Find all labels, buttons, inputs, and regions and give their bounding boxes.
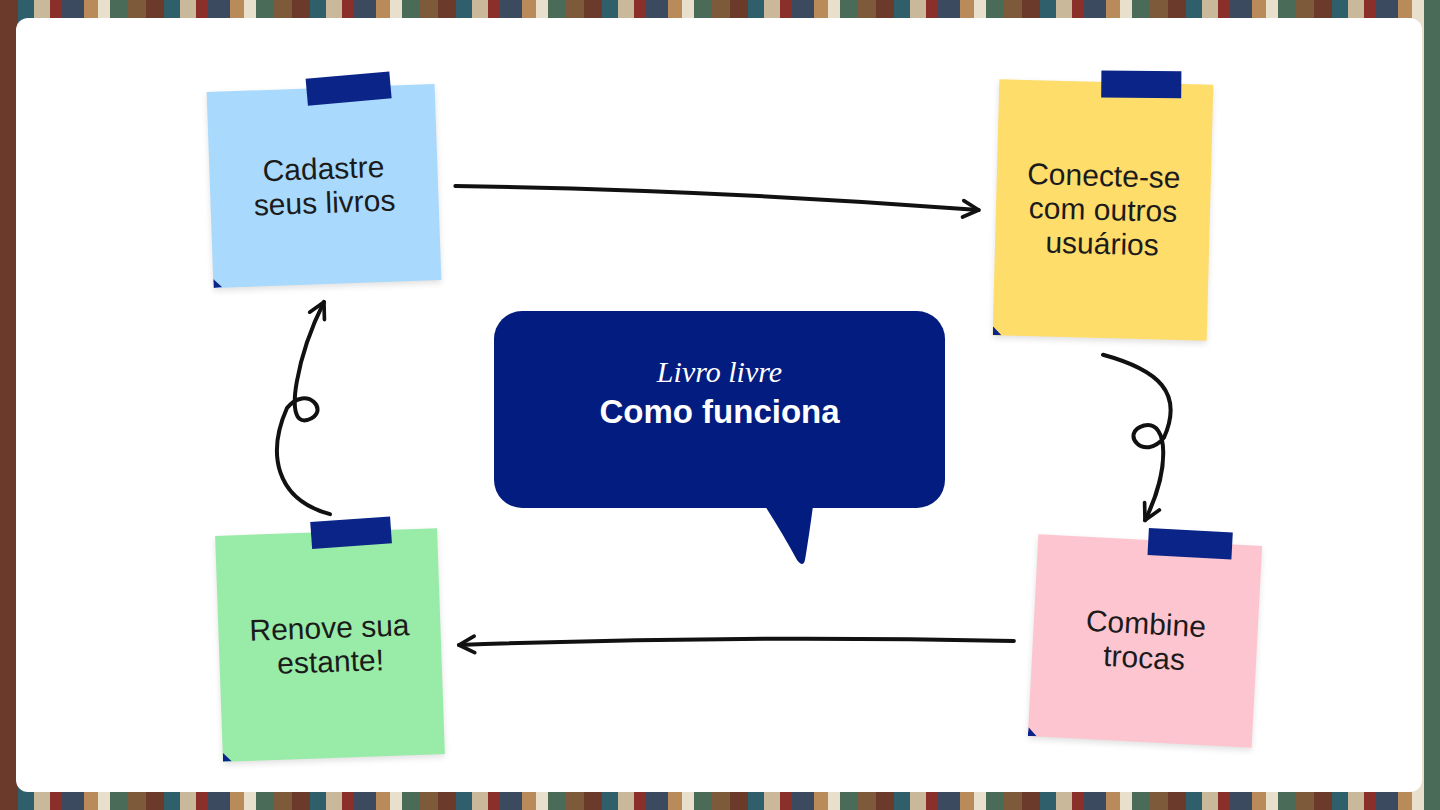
sticky-note: Combine trocas [1028,534,1262,747]
folded-corner [1028,727,1037,736]
bubble-tail [765,506,825,568]
note-text: Conecte-se com outros usuários [1019,157,1188,263]
folded-corner [223,752,232,761]
tape-strip [1148,528,1233,559]
script-subtitle: Livro livre [657,355,782,388]
note-text: Combine trocas [1057,603,1232,680]
flow-arrow [1103,355,1171,521]
note-text: Renove sua estante! [244,608,416,682]
tape-strip [306,71,392,105]
sticky-note: Conecte-se com outros usuários [993,79,1214,341]
sticky-note: Cadastre seus livros [207,84,442,288]
flow-arrow [459,639,1014,645]
speech-bubble: Livro livreComo funciona [494,311,945,508]
note-text: Cadastre seus livros [235,149,413,223]
flow-arrow [277,302,330,514]
sticky-note: Renove sua estante! [215,528,445,762]
bubble-heading: Como funciona [599,392,839,432]
flow-arrow [455,186,978,210]
folded-corner [993,326,1002,335]
tape-strip [1101,71,1181,99]
tape-strip [310,516,392,549]
folded-corner [213,279,222,288]
